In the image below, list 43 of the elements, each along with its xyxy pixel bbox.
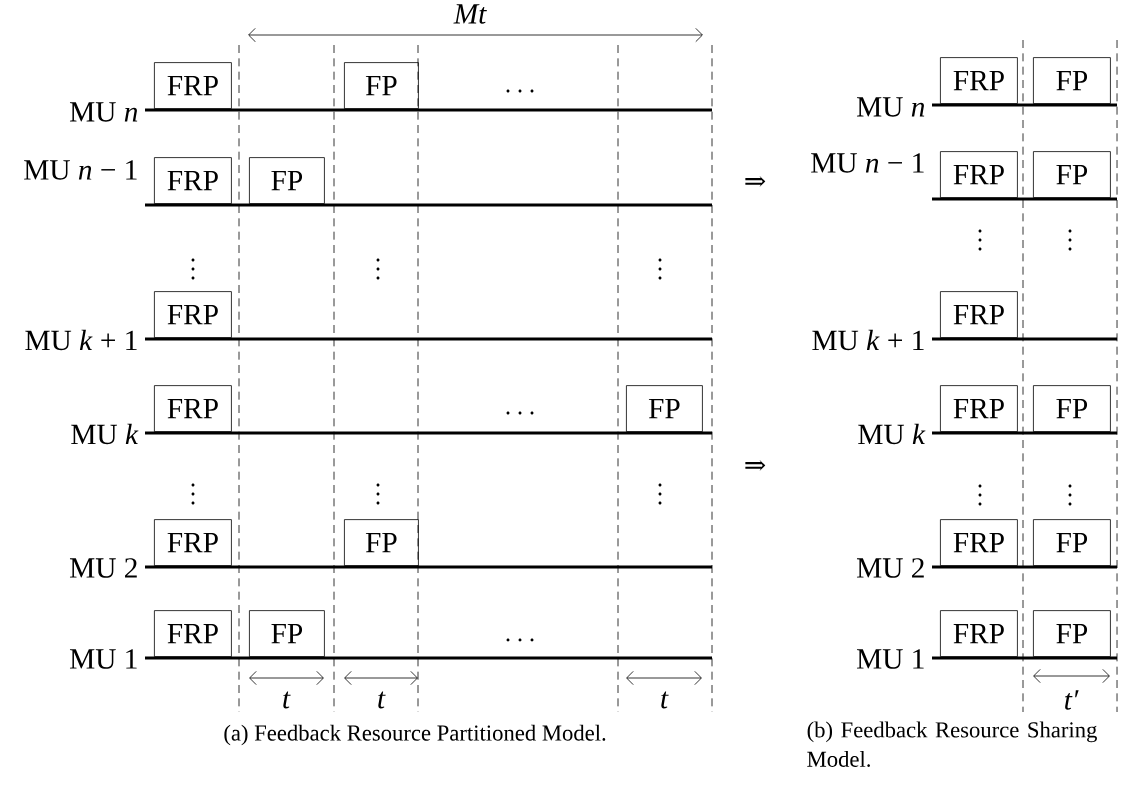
row-label: MU k + 1 [812,329,924,351]
row-label: MU n − 1 [811,153,924,173]
slot-box: FRP [154,291,232,338]
row-label: MU n − 1 [24,160,137,180]
slot-box: FRP [940,610,1018,657]
caption: (a) Feedback Resource Partitioned Model. [224,724,606,746]
slot-box: FP [1033,610,1111,657]
slot-box: FRP [154,610,232,657]
slot-box: FRP [940,151,1018,198]
row-label: MU k + 1 [25,329,137,351]
row-label: MU n [70,102,138,122]
slot-box: FRP [940,385,1018,432]
slot-box: FP [626,385,703,432]
dimension-label: t [661,691,669,709]
row-label: MU 1 [70,649,137,669]
slot-box: FP [344,62,419,109]
slot-box: FRP [154,385,232,432]
slot-box: FRP [154,157,232,204]
slot-box: FRP [154,62,232,109]
implies-arrow: ⇒ [745,176,766,187]
dimension-label: t [283,691,291,709]
slot-box: FP [1033,151,1111,198]
caption: (b) Feedback Resource Sharing Model. [807,721,1097,767]
slot-box: FRP [940,291,1018,338]
row-label: MU 1 [857,649,924,669]
slot-box: FP [1033,385,1111,432]
slot-box: FRP [940,519,1018,566]
dimension-label: t [378,691,386,709]
row-label: MU 2 [857,558,924,578]
row-label: MU k [858,423,926,445]
row-label: MU n [857,97,925,117]
dimension-label: t′ [1065,690,1079,710]
dimension-label: Mt [453,4,487,24]
slot-box: FP [1033,57,1111,104]
slot-box: FP [249,610,325,657]
implies-arrow: ⇒ [745,460,766,471]
row-label: MU 2 [70,558,137,578]
slot-box: FP [1033,519,1111,566]
slot-box: FP [249,157,325,204]
slot-box: FP [344,519,419,566]
row-label: MU k [71,423,139,445]
slot-box: FRP [154,519,232,566]
slot-box: FRP [940,57,1018,104]
